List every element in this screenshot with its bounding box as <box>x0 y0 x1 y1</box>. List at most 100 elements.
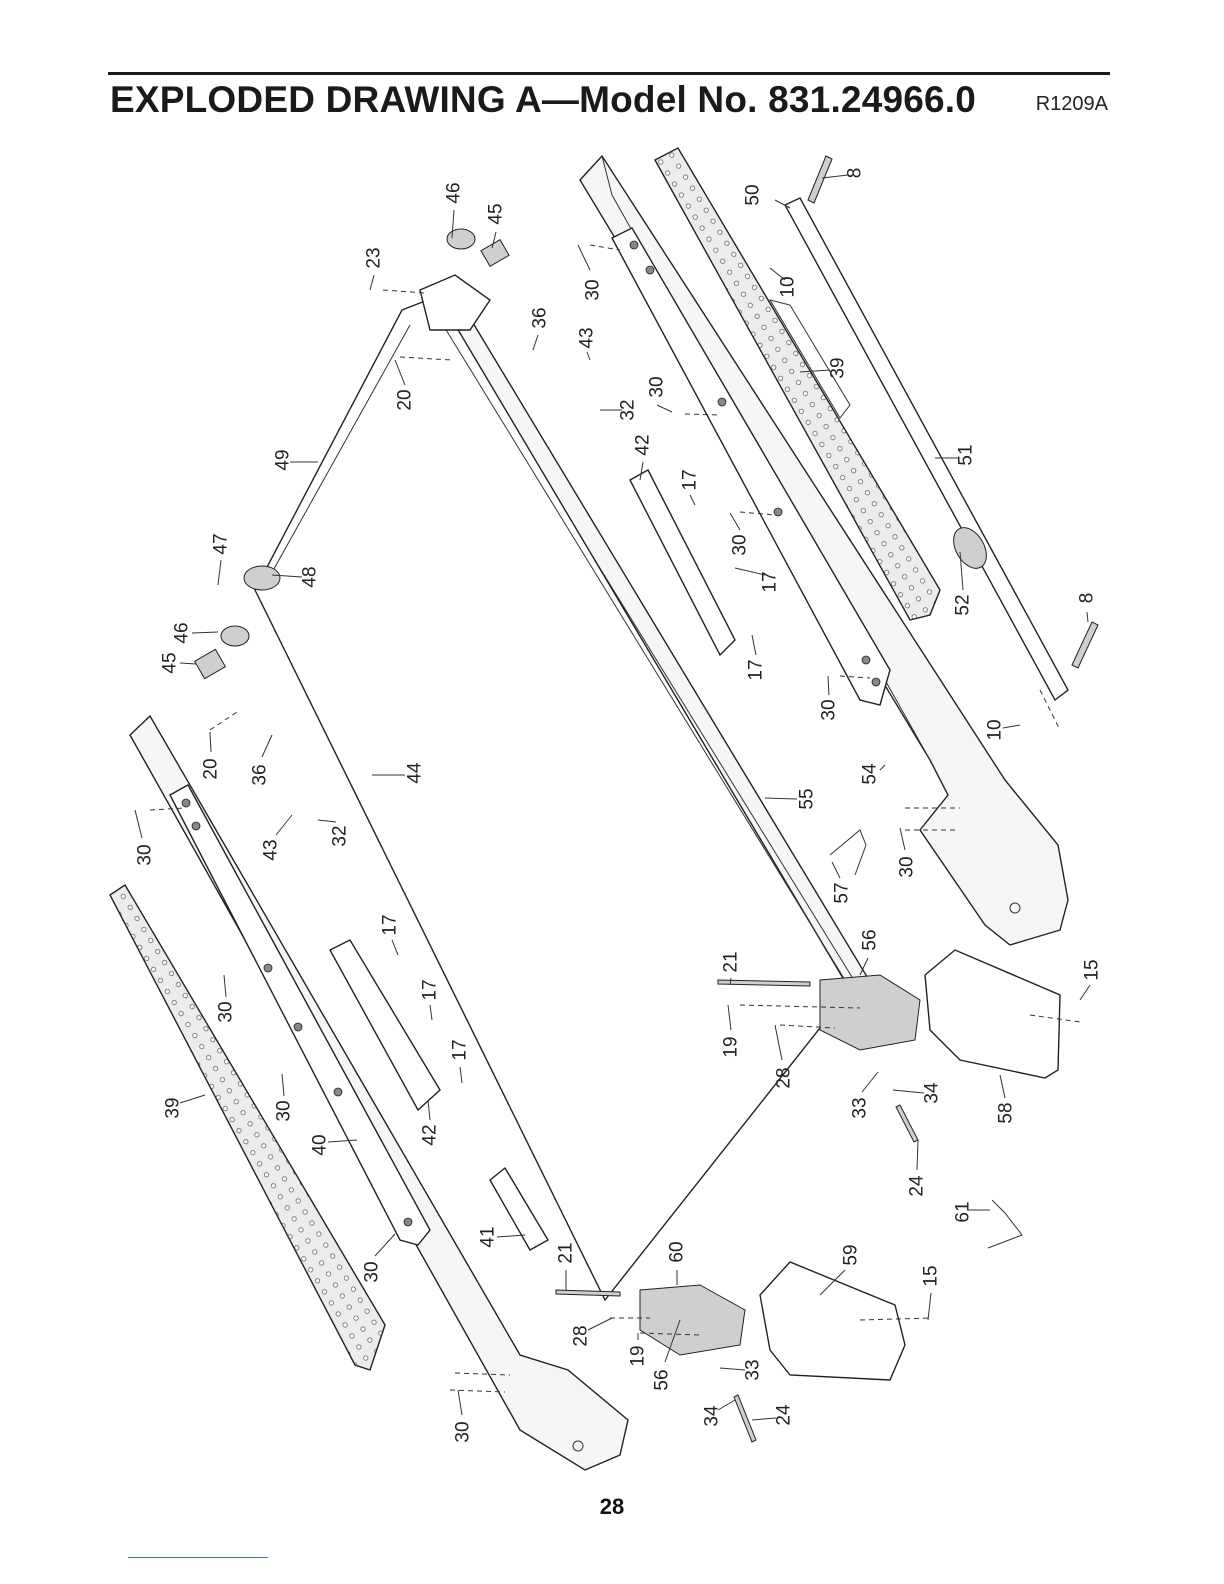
callout-part-10: 10 <box>778 276 799 297</box>
callout-leader-28 <box>588 1318 612 1330</box>
callout-leader-15 <box>1080 985 1090 1000</box>
callout-part-34: 34 <box>702 1405 723 1427</box>
callout-leader-20 <box>210 732 211 752</box>
callout-leader-43 <box>276 815 292 835</box>
callout-part-48: 48 <box>300 566 321 587</box>
front-bracket-left <box>640 1285 745 1355</box>
callout-leader-46 <box>192 632 218 633</box>
callout-leader-30 <box>578 245 590 270</box>
bracket-hole <box>718 398 726 406</box>
front-cover-right <box>925 950 1060 1078</box>
callout-part-8: 8 <box>1077 593 1098 604</box>
callout-part-51: 51 <box>956 444 977 465</box>
callout-leader-36 <box>262 735 272 757</box>
bracket-hole <box>774 508 782 516</box>
assembly-line <box>210 710 240 730</box>
callout-part-46: 46 <box>172 622 193 643</box>
callout-part-23: 23 <box>364 247 385 268</box>
callout-part-56: 56 <box>860 929 881 950</box>
callout-part-15: 15 <box>921 1265 942 1286</box>
callout-part-52: 52 <box>953 594 974 615</box>
callout-leader-30 <box>458 1390 462 1415</box>
callout-part-32: 32 <box>330 825 351 846</box>
callout-part-34: 34 <box>922 1082 943 1104</box>
callout-part-30: 30 <box>453 1421 474 1442</box>
callout-part-30: 30 <box>135 844 156 865</box>
callout-part-17: 17 <box>680 469 701 490</box>
callout-part-17: 17 <box>746 659 767 680</box>
footnote-rule <box>128 1557 268 1558</box>
bolt-24-right <box>896 1105 918 1142</box>
bolt-8-top <box>808 156 832 203</box>
callout-leader-24 <box>917 1140 918 1170</box>
bolt-8-lower <box>1072 622 1098 668</box>
bracket-hole <box>334 1088 342 1096</box>
callout-part-8: 8 <box>845 168 866 179</box>
end-cap-right <box>481 240 509 267</box>
rear-roller-right <box>420 275 490 330</box>
callout-leader-30 <box>657 405 672 412</box>
callout-part-43: 43 <box>577 327 598 348</box>
callout-leader-42 <box>428 1100 430 1120</box>
bracket-hole <box>182 799 190 807</box>
callout-part-49: 49 <box>273 449 294 470</box>
callout-leader-17 <box>460 1067 462 1083</box>
callout-part-40: 40 <box>310 1134 331 1155</box>
callout-part-32: 32 <box>618 399 639 420</box>
callout-part-33: 33 <box>850 1097 871 1118</box>
callout-leader-17 <box>752 635 756 655</box>
callout-part-41: 41 <box>478 1226 499 1247</box>
front-cover-left <box>760 1262 905 1380</box>
callout-part-61: 61 <box>953 1201 974 1222</box>
callout-leader-47 <box>218 560 221 585</box>
callout-part-59: 59 <box>841 1244 862 1265</box>
callout-part-45: 45 <box>486 203 507 224</box>
callout-leader-30 <box>135 810 142 838</box>
bracket-hole <box>264 964 272 972</box>
callout-part-30: 30 <box>362 1261 383 1282</box>
callout-part-24: 24 <box>907 1175 928 1197</box>
callout-part-42: 42 <box>420 1124 441 1145</box>
callout-part-42: 42 <box>633 434 654 455</box>
callout-part-39: 39 <box>828 357 849 378</box>
end-cap-left <box>195 649 226 678</box>
callout-part-39: 39 <box>163 1097 184 1118</box>
bracket-hole <box>872 678 880 686</box>
bracket-hole <box>862 656 870 664</box>
callout-part-33: 33 <box>743 1359 764 1380</box>
callout-part-30: 30 <box>216 1001 237 1022</box>
callout-part-60: 60 <box>667 1241 688 1262</box>
callout-part-36: 36 <box>530 307 551 328</box>
callout-leader-30 <box>828 676 829 695</box>
callout-part-28: 28 <box>774 1067 795 1088</box>
rear-roller-end <box>447 229 475 249</box>
warning-label <box>490 1168 548 1250</box>
callout-part-15: 15 <box>1082 959 1103 980</box>
callout-part-17: 17 <box>420 979 441 1000</box>
callout-leader-30 <box>282 1074 284 1096</box>
bracket-hole <box>404 1218 412 1226</box>
callout-part-24: 24 <box>774 1404 795 1426</box>
callout-part-17: 17 <box>760 571 781 592</box>
callout-leader-39 <box>180 1095 205 1103</box>
callout-part-21: 21 <box>556 1242 577 1263</box>
front-bracket-right <box>820 975 920 1050</box>
callout-leader-33 <box>720 1368 745 1370</box>
rear-roller-left-end <box>244 566 280 590</box>
callout-part-30: 30 <box>819 699 840 720</box>
bracket-hole <box>192 822 200 830</box>
callout-part-21: 21 <box>721 951 742 972</box>
callout-part-30: 30 <box>730 534 751 555</box>
callout-part-10: 10 <box>985 719 1006 740</box>
callout-part-47: 47 <box>211 533 232 554</box>
callout-leader-57 <box>832 862 840 878</box>
callout-leader-17 <box>392 940 398 955</box>
callout-leader-58 <box>1000 1075 1005 1098</box>
callout-part-50: 50 <box>743 184 764 205</box>
tool-61 <box>988 1200 1022 1248</box>
bracket-hole <box>646 266 654 274</box>
callout-leader-30 <box>730 513 740 530</box>
bracket-hole <box>630 241 638 249</box>
bracket-hole <box>294 1023 302 1031</box>
